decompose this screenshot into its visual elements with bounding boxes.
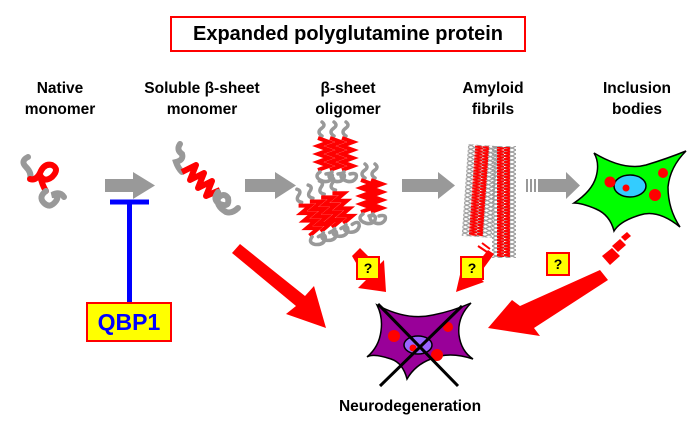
question-mark: ?	[553, 256, 563, 272]
cross-line	[378, 304, 464, 388]
qbp1-label: QBP1	[97, 308, 161, 335]
soluble-beta-sheet-monomer-icon	[172, 141, 241, 216]
diagram-title: Expanded polyglutamine protein	[192, 22, 504, 45]
stage-label-inclusion-bodies: Inclusion bodies	[572, 78, 700, 120]
stage-label-line: monomer	[166, 101, 238, 118]
toxicity-arrow-from-inclusions	[488, 232, 631, 336]
question-mark: ?	[467, 260, 477, 276]
stage-label-native-monomer: Native monomer	[0, 78, 125, 120]
outcome-label: Neurodegeneration	[338, 398, 482, 415]
inclusion-body-cell-icon	[571, 150, 687, 233]
cross-line	[376, 302, 460, 388]
question-mark: ?	[363, 260, 373, 276]
beta-sheet-oligomer-icon	[290, 120, 388, 249]
degenerating-cell-icon	[366, 302, 474, 388]
process-arrow-3	[402, 172, 455, 199]
toxicity-arrow-from-monomer	[232, 244, 326, 328]
stage-label-beta-sheet-oligomer: β-sheet oligomer	[283, 78, 413, 120]
process-arrow-4	[526, 172, 580, 199]
stage-label-soluble-beta-sheet-monomer: Soluble β-sheet monomer	[132, 78, 272, 120]
inhibition-line	[110, 199, 149, 302]
stage-label-line: Native	[36, 80, 84, 97]
stage-label-line: bodies	[612, 101, 662, 118]
stage-label-line: Soluble β-sheet	[144, 80, 260, 97]
stage-label-line: β-sheet	[320, 80, 376, 97]
process-arrow-2	[245, 172, 296, 199]
stage-label-line: Amyloid	[462, 80, 524, 97]
stage-label-line: oligomer	[315, 101, 381, 118]
uncertain-mark-fibrils: ?	[460, 256, 484, 280]
stage-label-line: monomer	[24, 101, 96, 118]
stage-label-line: fibrils	[471, 101, 515, 118]
uncertain-mark-oligomer: ?	[356, 256, 380, 280]
amyloid-fibrils-icon	[461, 144, 516, 258]
stage-label-line: Inclusion	[602, 80, 672, 97]
title-box: Expanded polyglutamine protein	[170, 16, 526, 52]
process-arrow-1	[105, 172, 155, 199]
native-monomer-icon	[20, 154, 67, 209]
stage-label-amyloid-fibrils: Amyloid fibrils	[428, 78, 558, 120]
uncertain-mark-inclusions: ?	[546, 252, 570, 276]
qbp1-inhibitor-box: QBP1	[86, 302, 172, 342]
